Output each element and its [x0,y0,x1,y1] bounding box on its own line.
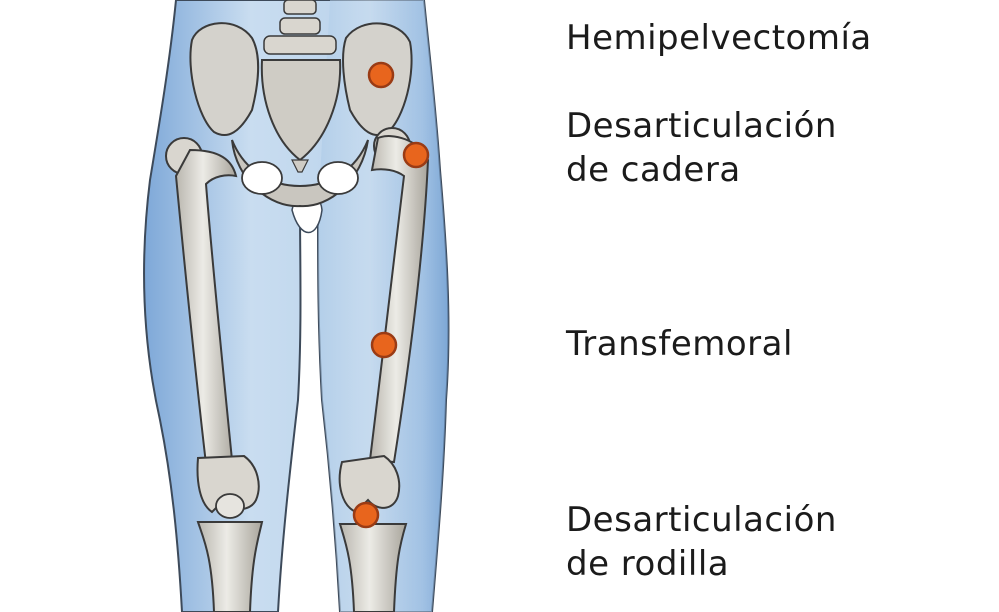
amputation-markers [352,61,430,529]
label-transfemoral-text: Transfemoral [566,324,793,364]
label-knee-line2: de rodilla [566,544,730,584]
label-knee-disarticulation: Desarticulación de rodilla [566,498,837,586]
label-knee-line1: Desarticulación [566,500,837,540]
left-femur [165,137,264,612]
marker-hemipelvectomy [367,61,395,89]
label-hip-line1: Desarticulación [566,106,837,146]
label-hemipelvectomy: Hemipelvectomía [566,16,872,60]
marker-hip-disarticulation [402,141,430,169]
marker-transfemoral [370,331,398,359]
marker-knee-disarticulation [352,501,380,529]
label-hip-line2: de cadera [566,150,741,190]
label-hip-disarticulation: Desarticulación de cadera [566,104,837,192]
label-transfemoral: Transfemoral [566,322,793,366]
label-hemipelvectomy-text: Hemipelvectomía [566,18,872,58]
